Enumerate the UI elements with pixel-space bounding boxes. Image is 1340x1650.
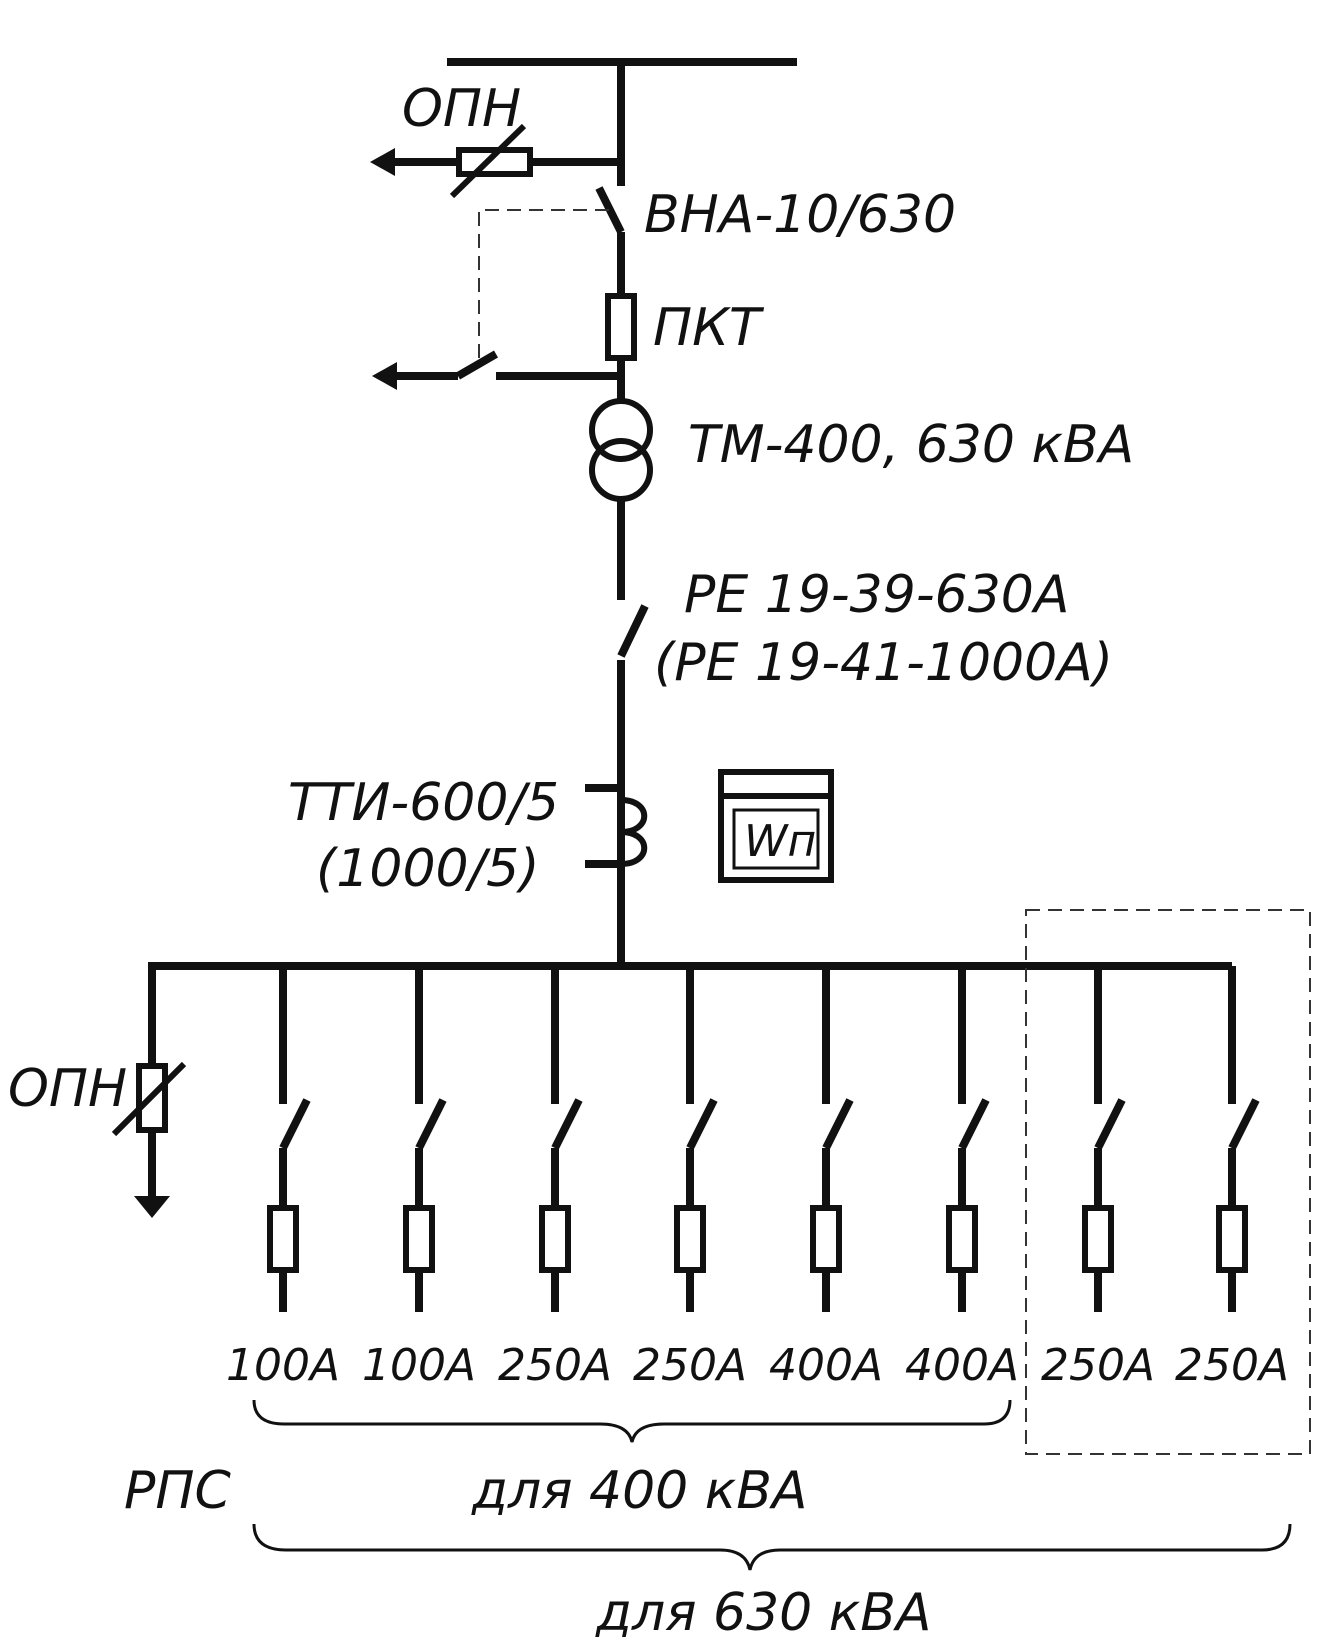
current-transformer-label-1: ТТИ-600/5 bbox=[288, 773, 559, 833]
feeder-5: 400А bbox=[769, 966, 883, 1391]
group-630-label: для 630 кВА bbox=[595, 1583, 931, 1643]
feeder-2: 100А bbox=[362, 966, 476, 1391]
feeder-8: 250А bbox=[1175, 966, 1289, 1391]
brace-400 bbox=[252, 1399, 1012, 1443]
energy-meter: Wп bbox=[718, 769, 834, 883]
feeder-breaker bbox=[822, 1098, 854, 1150]
earthing-switch bbox=[372, 350, 621, 390]
feeder-breaker bbox=[958, 1098, 990, 1150]
feeder-breaker bbox=[551, 1098, 583, 1150]
feeder-rating-label: 400А bbox=[905, 1340, 1019, 1391]
feeder-breaker bbox=[686, 1098, 718, 1150]
lv-breaker-label-1: РЕ 19-39-630А bbox=[684, 565, 1069, 625]
feeder-breaker bbox=[1228, 1098, 1260, 1150]
brace-630 bbox=[252, 1523, 1292, 1571]
feeder-group: 100А 100А 250А 250А 400А 400А 250А 250А bbox=[226, 966, 1289, 1391]
feeder-7: 250А bbox=[1041, 966, 1155, 1391]
surge-arrester-bottom-label: ОПН bbox=[8, 1059, 127, 1119]
feeder-breaker bbox=[279, 1098, 311, 1150]
feeder-rating-label: 250А bbox=[1175, 1340, 1289, 1391]
hv-fuse: ПКТ bbox=[605, 293, 765, 402]
ground-arrow-icon bbox=[372, 362, 397, 390]
feeder-3: 250А bbox=[498, 966, 612, 1391]
surge-arrester-top: ОПН bbox=[370, 79, 621, 199]
switch-disconnector: ВНА-10/630 bbox=[595, 185, 956, 296]
feeder-fuse bbox=[403, 1205, 435, 1273]
power-transformer-label: ТМ-400, 630 кВА bbox=[688, 415, 1134, 475]
feeders-group-label: РПС bbox=[124, 1461, 231, 1521]
feeder-fuse bbox=[1082, 1205, 1114, 1273]
lv-breaker-label-2: (РЕ 19-41-1000А) bbox=[654, 633, 1113, 693]
surge-arrester-top-label: ОПН bbox=[402, 79, 521, 139]
feeder-rating-label: 250А bbox=[498, 1340, 612, 1391]
feeder-fuse bbox=[810, 1205, 842, 1273]
energy-meter-label: Wп bbox=[744, 816, 816, 867]
feeder-4: 250А bbox=[633, 966, 747, 1391]
feeder-1: 100А bbox=[226, 966, 340, 1391]
ground-arrow-icon bbox=[134, 1196, 170, 1218]
feeder-fuse bbox=[539, 1205, 571, 1273]
feeder-breaker bbox=[415, 1098, 447, 1150]
feeder-fuse bbox=[267, 1205, 299, 1273]
feeder-fuse bbox=[674, 1205, 706, 1273]
feeder-rating-label: 100А bbox=[362, 1340, 476, 1391]
feeder-breaker bbox=[1094, 1098, 1126, 1150]
feeder-fuse bbox=[946, 1205, 978, 1273]
feeder-rating-label: 250А bbox=[1041, 1340, 1155, 1391]
group-400-label: для 400 кВА bbox=[471, 1461, 807, 1521]
feeder-6: 400А bbox=[905, 966, 1019, 1391]
lv-breaker: РЕ 19-39-630А (РЕ 19-41-1000А) bbox=[617, 565, 1113, 780]
mechanical-linkage bbox=[478, 209, 609, 358]
optional-feeders-box bbox=[1025, 909, 1311, 1455]
switch-disconnector-label: ВНА-10/630 bbox=[644, 185, 956, 245]
hv-fuse-label: ПКТ bbox=[653, 298, 765, 358]
surge-arrester-bottom: ОПН bbox=[8, 966, 187, 1218]
ground-arrow-icon bbox=[370, 148, 395, 176]
feeder-rating-label: 400А bbox=[769, 1340, 883, 1391]
current-transformer-label-2: (1000/5) bbox=[316, 839, 540, 899]
feeder-rating-label: 250А bbox=[633, 1340, 747, 1391]
feeder-fuse bbox=[1216, 1205, 1248, 1273]
current-transformer: ТТИ-600/5 (1000/5) bbox=[288, 773, 648, 966]
power-transformer: ТМ-400, 630 кВА bbox=[589, 398, 1134, 600]
feeder-rating-label: 100А bbox=[226, 1340, 340, 1391]
